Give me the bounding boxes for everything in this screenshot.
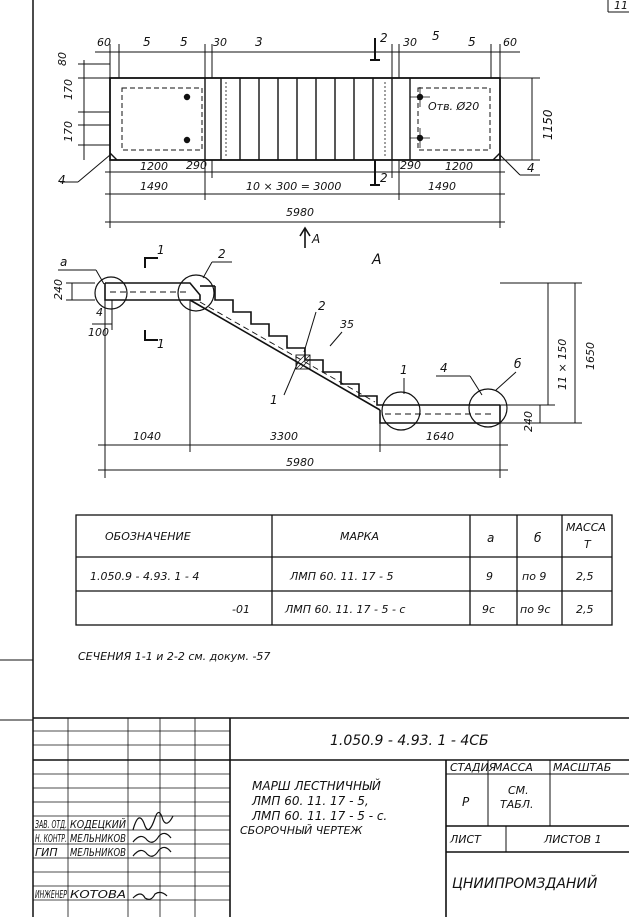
title-line-2: ЛМП 60. 11. 17 - 5, [251, 794, 369, 808]
spec-header-mass-2: Т [584, 538, 592, 551]
spec-row1-designation: 1.050.9 - 4.93. 1 - 4 [90, 570, 199, 583]
plan-label-4-left: 4 [58, 173, 66, 187]
title-col-stage: СТАДИЯ [450, 761, 497, 774]
staff-name-4: КОТОВА [70, 888, 126, 901]
sections-note: СЕЧЕНИЯ 1-1 и 2-2 см. докум. -57 [78, 650, 270, 663]
plan-dim-80: 80 [56, 52, 69, 66]
staff-role-3: ГИП [35, 846, 58, 859]
elev-dim-1640: 1640 [426, 430, 454, 443]
plan-label-5c: 5 [432, 29, 440, 43]
plan-dim-1150: 1150 [541, 109, 555, 140]
signatures [132, 811, 174, 900]
title-doc-code: 1.050.9 - 4.93. 1 - 4СБ [330, 733, 489, 749]
elev-dim-1650: 1650 [584, 342, 597, 370]
spec-row2-mass: 2,5 [576, 603, 594, 616]
plan-view-arrow-label: А [311, 232, 320, 246]
elev-dim-240-left: 240 [52, 279, 65, 300]
spec-row2-a: 9с [482, 603, 495, 616]
elev-circle-a: а [60, 255, 67, 269]
elev-label-4-right: 4 [440, 361, 448, 375]
spec-row2-designation: -01 [232, 603, 250, 616]
elev-dim-240-right: 240 [522, 411, 535, 432]
plan-section-2-top: 2 [380, 31, 388, 45]
plan-dim-5980: 5980 [286, 206, 314, 219]
staff-name-1: КОДЕЦКИЙ [70, 818, 126, 831]
title-mass-value-2: ТАБЛ. [500, 798, 534, 811]
plan-dim-30-right: 30 [403, 36, 417, 49]
spec-header-b: б [534, 531, 542, 545]
title-line-1: МАРШ ЛЕСТНИЧНЫЙ [252, 778, 381, 793]
elev-circle-b: б [514, 357, 522, 371]
elev-dim-100: 100 [88, 326, 109, 339]
spec-row1-b: по 9 [522, 570, 546, 583]
staff-role-4: ИНЖЕНЕР [35, 888, 67, 901]
plan-dim-60-left: 60 [97, 36, 111, 49]
plan-label-5a: 5 [143, 35, 151, 49]
plan-dim-290-left: 290 [186, 159, 207, 172]
title-line-3: ЛМП 60. 11. 17 - 5 - с. [251, 809, 387, 823]
elev-dim-35: 35 [340, 318, 354, 331]
elev-label-2-mid: 2 [318, 299, 326, 313]
plan-dim-1200-right: 1200 [445, 160, 473, 173]
spec-row2-b: по 9с [520, 603, 550, 616]
plan-hole-note: Отв. Ø20 [428, 100, 479, 113]
plan-dim-1490-left: 1490 [140, 180, 168, 193]
plan-view [109, 77, 501, 161]
plan-dim-170-top: 170 [62, 79, 75, 100]
plan-label-4-right: 4 [527, 161, 535, 175]
spec-header-mark: МАРКА [340, 530, 379, 543]
elev-section-1-bottom: 1 [157, 337, 165, 351]
elev-dim-5980: 5980 [286, 456, 314, 469]
plan-dim-60-right: 60 [503, 36, 517, 49]
spec-row2-mark: ЛМП 60. 11. 17 - 5 - с [284, 603, 405, 616]
spec-table [75, 514, 613, 626]
spec-header-mass-1: МАССА [566, 521, 606, 534]
spec-row1-mass: 2,5 [576, 570, 594, 583]
spec-header-a: а [487, 531, 494, 545]
elev-label-1-left: 1 [270, 393, 278, 407]
spec-header-designation: ОБОЗНАЧЕНИЕ [105, 530, 191, 543]
plan-dim-30-left: 30 [213, 36, 227, 49]
elev-label-4: 4 [96, 306, 103, 319]
plan-dim-1490-right: 1490 [428, 180, 456, 193]
plan-label-3: 3 [255, 35, 263, 49]
title-stage-value: Р [462, 795, 470, 809]
title-mass-value-1: СМ. [508, 784, 529, 797]
staff-role-2: Н. КОНТР. [35, 832, 67, 845]
staff-role-1: ЗАВ. ОТД. [35, 818, 67, 831]
elevation-dimensions [58, 257, 582, 478]
elevation-view-title: А [371, 252, 382, 268]
title-organization: ЦНИИПРОМЗДАНИЙ [452, 874, 598, 892]
plan-dimensions [60, 38, 540, 248]
elev-label-2-top: 2 [218, 247, 226, 261]
plan-dim-1200-left: 1200 [140, 160, 168, 173]
elevation-view [94, 274, 508, 431]
elev-label-1-right: 1 [400, 363, 408, 377]
title-col-scale: МАСШТАБ [553, 761, 611, 774]
spec-row1-a: 9 [486, 570, 493, 583]
plan-dim-170-bottom: 170 [62, 121, 75, 142]
elev-section-1-top: 1 [157, 243, 165, 257]
title-sheets-label: ЛИСТОВ 1 [543, 833, 602, 846]
plan-label-5b: 5 [180, 35, 188, 49]
elev-dim-11x150: 11 × 150 [556, 339, 569, 390]
title-block [33, 717, 629, 917]
plan-dim-290-right: 290 [400, 159, 421, 172]
title-col-mass: МАССА [493, 761, 533, 774]
staff-name-2: МЕЛЬНИКОВ [70, 832, 126, 845]
title-line-4: СБОРОЧНЫЙ ЧЕРТЕЖ [240, 824, 364, 837]
plan-dim-steps: 10 × 300 = 3000 [246, 180, 341, 193]
title-sheet-label: ЛИСТ [449, 833, 482, 846]
elev-dim-3300: 3300 [270, 430, 298, 443]
spec-row1-mark: ЛМП 60. 11. 17 - 5 [289, 570, 393, 583]
corner-mark: 11 [614, 0, 628, 12]
plan-section-2-bottom: 2 [380, 171, 388, 185]
plan-label-5d: 5 [468, 35, 476, 49]
elev-dim-1040: 1040 [133, 430, 161, 443]
staff-name-3: МЕЛЬНИКОВ [70, 846, 126, 859]
